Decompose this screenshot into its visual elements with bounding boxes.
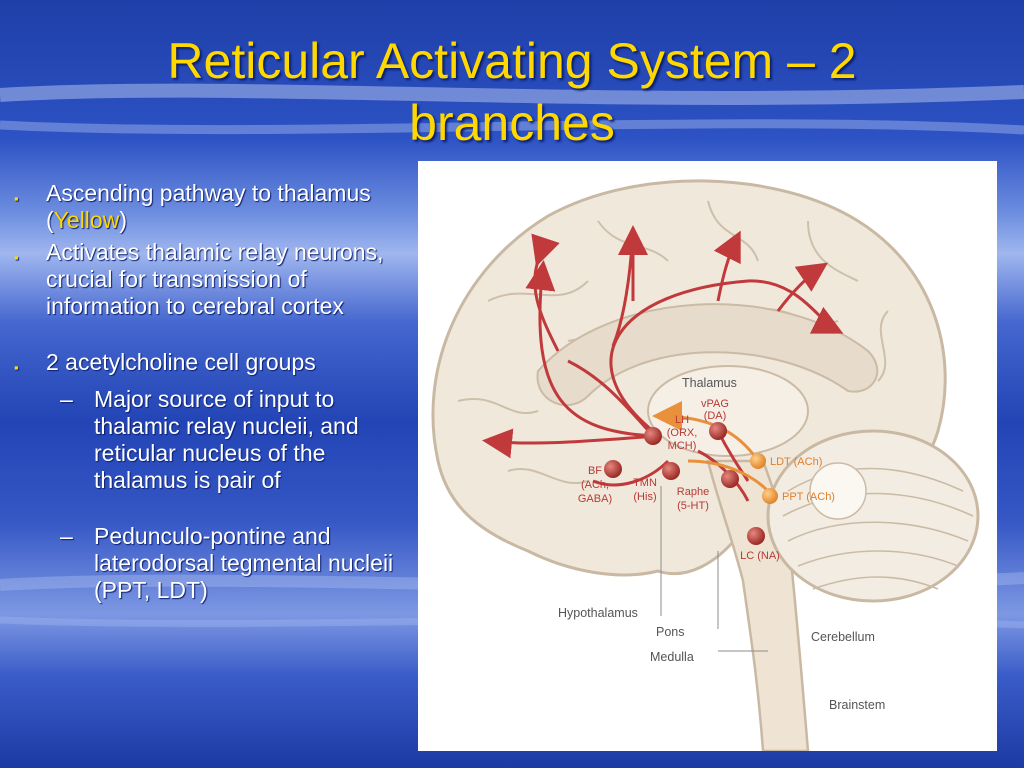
raphe-nucleus xyxy=(721,470,739,488)
brain-diagram-svg: Thalamus Hypothalamus Pons Medulla Cereb… xyxy=(431,179,980,751)
label-ppt: PPT (ACh) xyxy=(782,491,835,503)
label-lh-2: (ORX, xyxy=(667,427,698,439)
sub-bullet-item: – Major source of input to thalamic rela… xyxy=(60,386,407,494)
label-lh-1: LH xyxy=(675,414,689,426)
lh-nucleus xyxy=(644,427,662,445)
thalamus-region xyxy=(647,365,809,457)
label-vpag-1: vPAG xyxy=(701,398,729,410)
bullet-item: ▪ Activates thalamic relay neurons, cruc… xyxy=(12,239,407,320)
brain-diagram: Thalamus Hypothalamus Pons Medulla Cereb… xyxy=(418,161,997,751)
bullet-item: ▪ 2 acetylcholine cell groups xyxy=(12,349,407,381)
label-raphe-1: Raphe xyxy=(677,486,709,498)
bf-nucleus xyxy=(604,460,622,478)
bullet-marker: ▪ xyxy=(14,360,19,375)
lc-nucleus xyxy=(747,527,765,545)
label-raphe-2: (5-HT) xyxy=(677,500,709,512)
dash-marker: – xyxy=(60,523,73,549)
cerebellum-shape xyxy=(766,429,980,603)
highlight-yellow: Yellow xyxy=(53,207,120,233)
label-brainstem: Brainstem xyxy=(829,698,885,712)
label-cerebellum: Cerebellum xyxy=(811,630,875,644)
sub-bullet-text: Pedunculo-pontine and laterodorsal tegme… xyxy=(94,523,394,603)
label-bf-2: (ACh, xyxy=(581,479,609,491)
label-tmn-2: (His) xyxy=(633,491,656,503)
label-vpag-2: (DA) xyxy=(704,410,727,422)
bullet-item: ▪ Ascending pathway to thalamus (Yellow) xyxy=(12,180,407,234)
bullet-marker: ▪ xyxy=(14,191,19,206)
dash-marker: – xyxy=(60,386,73,412)
label-pons: Pons xyxy=(656,625,685,639)
label-bf-3: GABA) xyxy=(578,493,612,505)
vpag-nucleus xyxy=(709,422,727,440)
ppt-nucleus xyxy=(762,488,778,504)
label-bf-1: BF xyxy=(588,465,602,477)
label-medulla: Medulla xyxy=(650,650,694,664)
label-lh-3: MCH) xyxy=(668,440,697,452)
label-lc: LC (NA) xyxy=(740,550,780,562)
label-ldt: LDT (ACh) xyxy=(770,456,822,468)
label-thalamus: Thalamus xyxy=(682,376,737,390)
sub-bullet-text: Major source of input to thalamic relay … xyxy=(94,386,359,493)
tmn-nucleus xyxy=(662,462,680,480)
title-line-2: branches xyxy=(409,95,615,151)
ldt-nucleus xyxy=(750,453,766,469)
title-line-1: Reticular Activating System – 2 xyxy=(167,33,857,89)
label-tmn-1: TMN xyxy=(633,477,657,489)
sub-bullet-item: – Pedunculo-pontine and laterodorsal teg… xyxy=(60,523,407,604)
slide-title: Reticular Activating System – 2 branches xyxy=(0,30,1024,154)
bullet-text: Activates thalamic relay neurons, crucia… xyxy=(46,239,384,319)
bullet-list: ▪ Ascending pathway to thalamus (Yellow)… xyxy=(12,180,407,609)
bullet-marker: ▪ xyxy=(14,250,19,265)
label-hypothalamus: Hypothalamus xyxy=(558,606,638,620)
bullet-text: Ascending pathway to thalamus (Yellow) xyxy=(46,180,371,233)
bullet-text: 2 acetylcholine cell groups xyxy=(46,349,316,375)
